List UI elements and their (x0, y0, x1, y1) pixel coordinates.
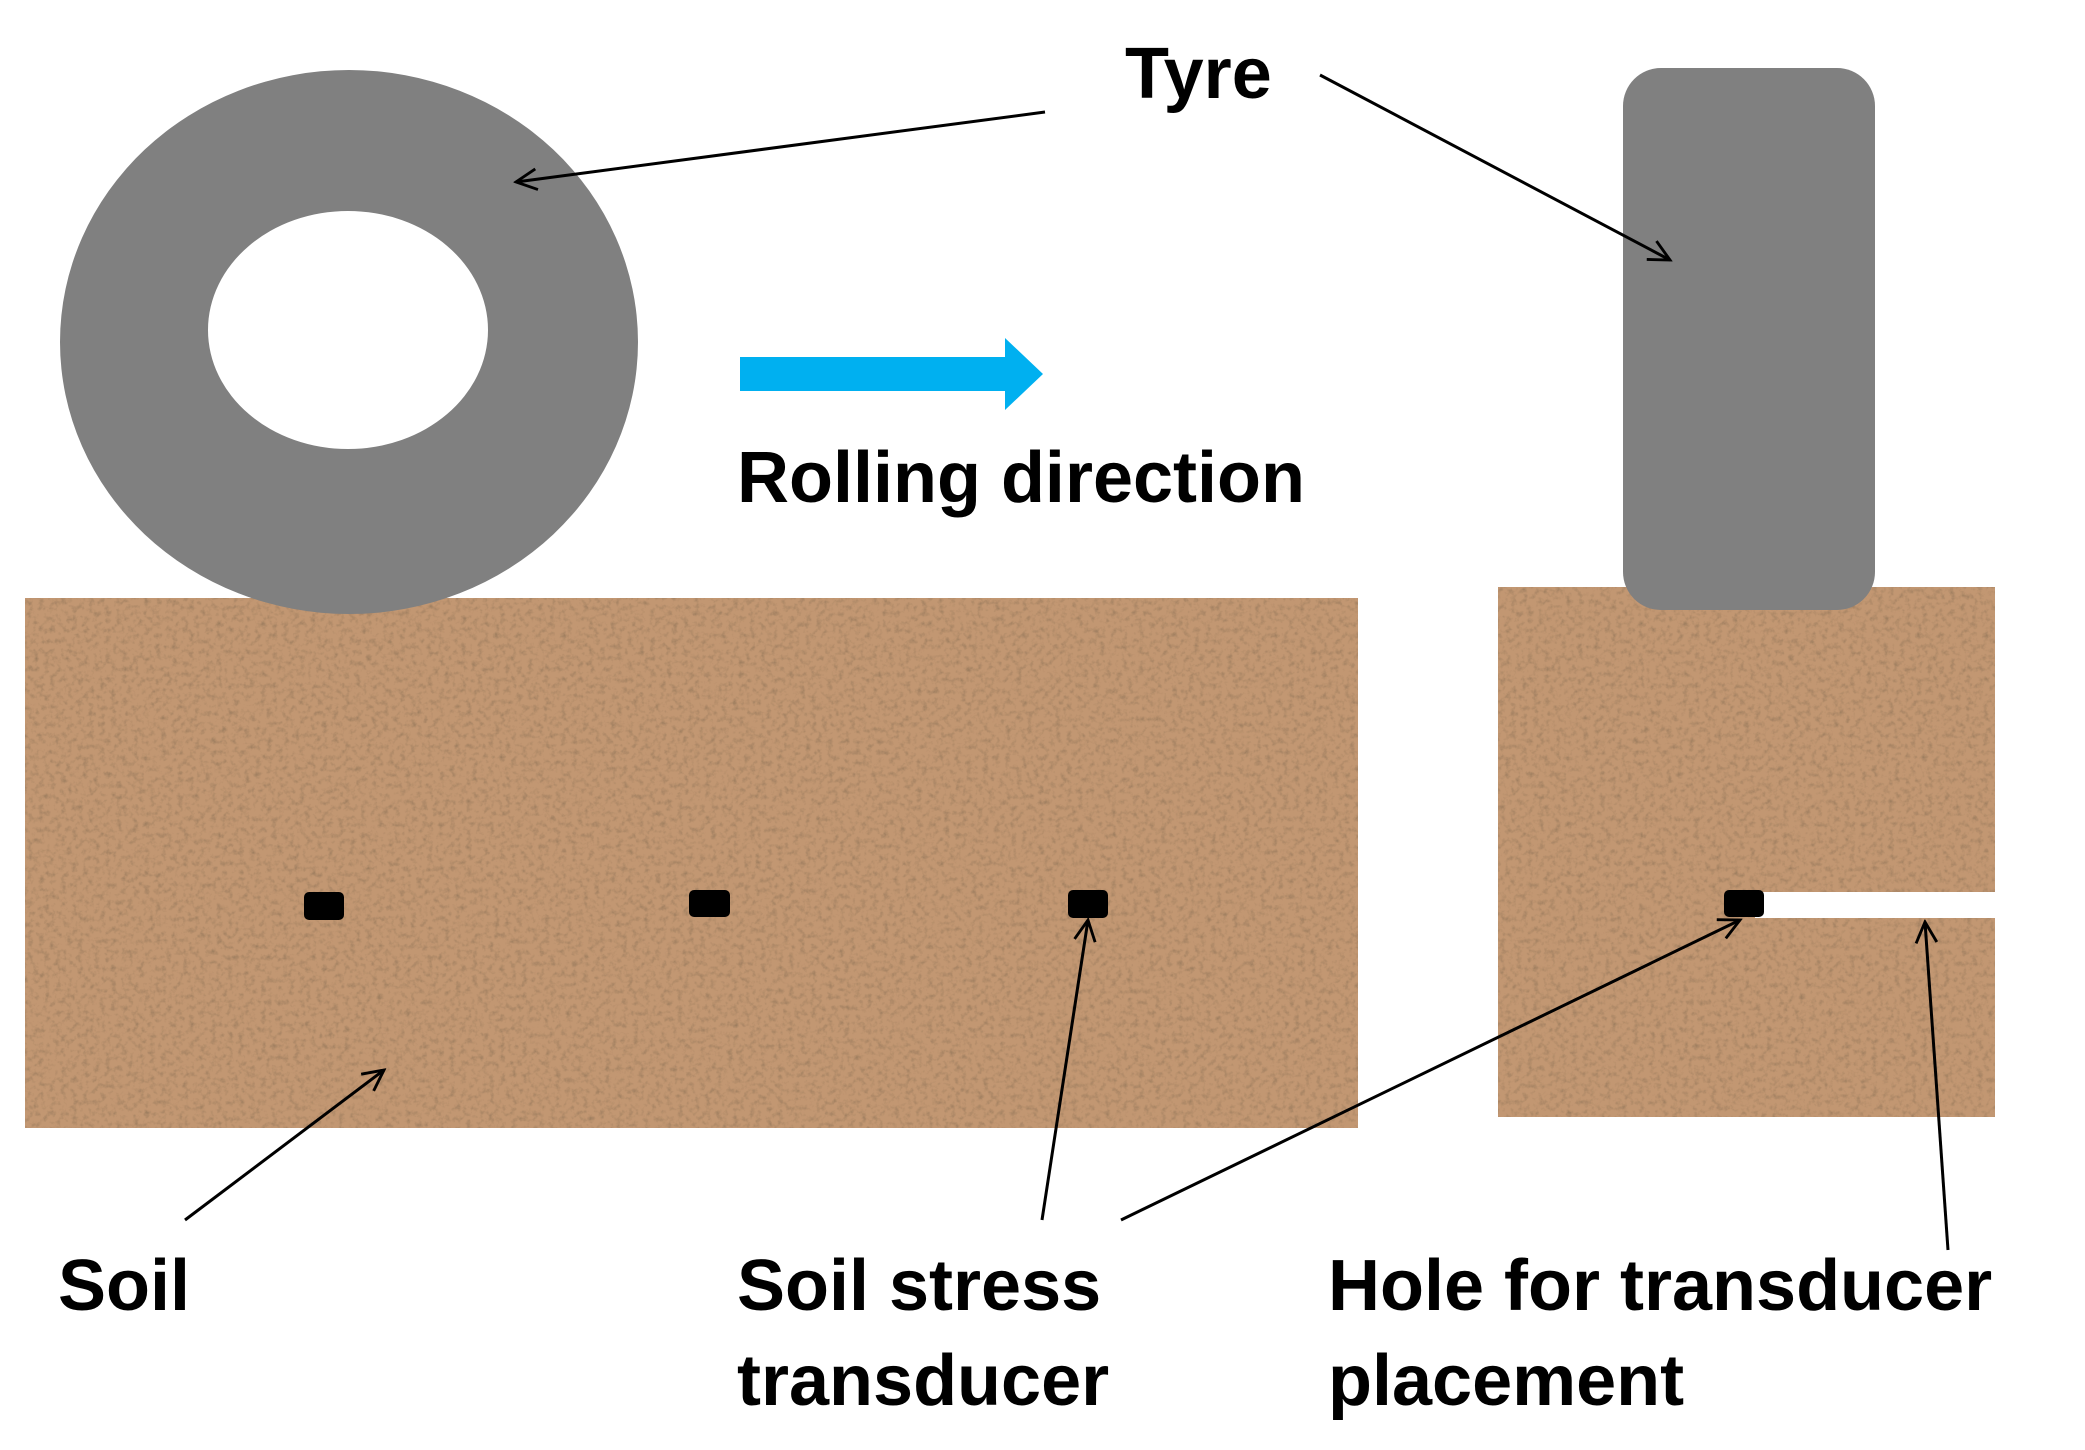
transducer-hole (1755, 892, 2000, 918)
tyre-front-view (1623, 68, 1875, 610)
transducer-2 (689, 890, 730, 917)
transducer-label-line1: Soil stress (737, 1246, 1101, 1326)
transducer-label-line2: transducer (737, 1341, 1109, 1421)
tyre-label: Tyre (1125, 34, 1272, 114)
soil-callout (184, 1070, 384, 1222)
tyre-side-callout (516, 110, 1046, 182)
hole-callout (1925, 922, 1950, 1251)
transducer-side-callout (1040, 920, 1088, 1221)
transducer-3 (1068, 890, 1108, 918)
soil-block-side (25, 598, 1358, 1128)
rolling-direction-arrow (740, 338, 1043, 410)
hole-label-line1: Hole for transducer (1328, 1246, 1992, 1326)
transducer-front-callout (1120, 920, 1740, 1222)
hole-label-line2: placement (1328, 1341, 1684, 1421)
tyre-side-view (60, 70, 638, 614)
transducer-1 (304, 892, 344, 920)
soil-block-front (1498, 587, 1995, 1117)
rolling-direction-label: Rolling direction (737, 438, 1305, 518)
transducer-front (1724, 890, 1764, 917)
soil-label: Soil (58, 1246, 190, 1326)
tyre-front-callout (1319, 73, 1670, 260)
